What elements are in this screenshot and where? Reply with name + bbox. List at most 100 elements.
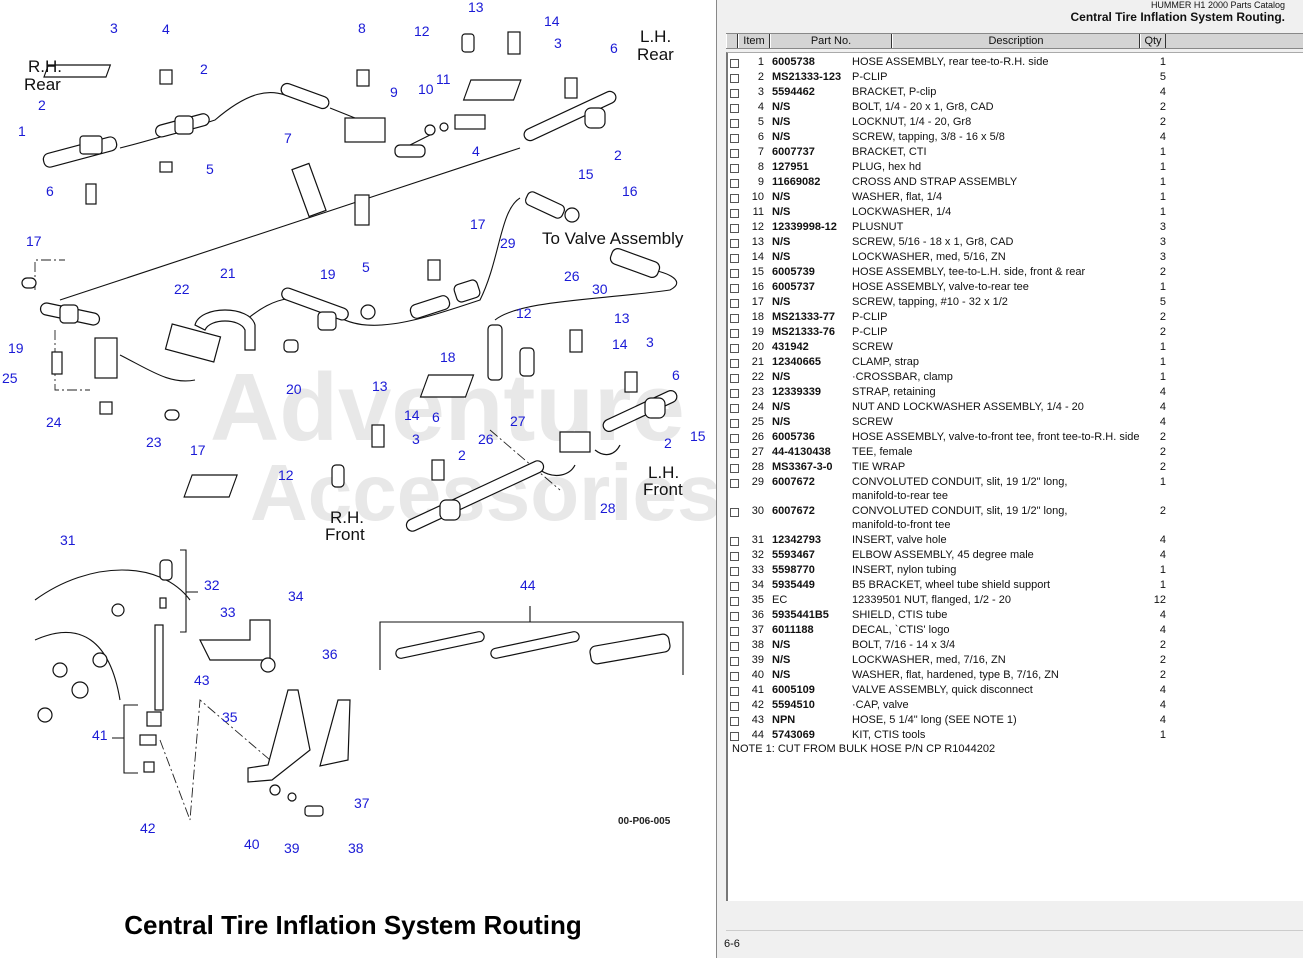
column-header-item[interactable]: Item	[738, 34, 770, 48]
row-checkbox[interactable]	[730, 74, 739, 83]
row-part-no[interactable]: 431942	[772, 341, 809, 353]
row-checkbox[interactable]	[730, 732, 739, 741]
row-part-no[interactable]: EC	[772, 594, 788, 606]
row-checkbox[interactable]	[730, 224, 739, 233]
row-part-no[interactable]: N/S	[772, 669, 791, 681]
row-checkbox[interactable]	[730, 134, 739, 143]
row-checkbox[interactable]	[730, 314, 739, 323]
row-part-no[interactable]: 5743069	[772, 729, 815, 741]
row-checkbox[interactable]	[730, 508, 739, 517]
row-part-no[interactable]: MS3367-3-0	[772, 461, 833, 473]
row-part-no[interactable]: 5594510	[772, 699, 815, 711]
row-checkbox[interactable]	[730, 299, 739, 308]
row-part-no[interactable]: 5598770	[772, 564, 815, 576]
row-part-no[interactable]: 12340665	[772, 356, 821, 368]
row-part-no[interactable]: 12339339	[772, 386, 821, 398]
row-part-no[interactable]: 6007672	[772, 476, 815, 488]
row-checkbox[interactable]	[730, 374, 739, 383]
row-part-no[interactable]: MS21333-76	[772, 326, 835, 338]
column-header-select[interactable]	[726, 34, 738, 48]
row-checkbox[interactable]	[730, 389, 739, 398]
column-header-description[interactable]: Description	[892, 34, 1140, 48]
row-part-no[interactable]: N/S	[772, 251, 791, 263]
row-part-no[interactable]: 6005739	[772, 266, 815, 278]
row-checkbox[interactable]	[730, 149, 739, 158]
row-checkbox[interactable]	[730, 449, 739, 458]
row-part-no[interactable]: 6005737	[772, 281, 815, 293]
row-checkbox[interactable]	[730, 164, 739, 173]
row-part-no[interactable]: MS21333-77	[772, 311, 835, 323]
column-header-part-no[interactable]: Part No.	[770, 34, 892, 48]
row-checkbox[interactable]	[730, 627, 739, 636]
row-part-no[interactable]: N/S	[772, 639, 791, 651]
row-checkbox[interactable]	[730, 239, 739, 248]
row-part-no[interactable]: 11669082	[772, 176, 821, 188]
row-checkbox[interactable]	[730, 479, 739, 488]
row-checkbox[interactable]	[730, 194, 739, 203]
column-header-qty[interactable]: Qty	[1140, 34, 1166, 48]
row-part-no[interactable]: 6007672	[772, 505, 815, 517]
row-checkbox[interactable]	[730, 464, 739, 473]
row-part-no[interactable]: 127951	[772, 161, 809, 173]
row-checkbox[interactable]	[730, 567, 739, 576]
row-checkbox[interactable]	[730, 344, 739, 353]
row-part-no[interactable]: N/S	[772, 401, 791, 413]
row-checkbox[interactable]	[730, 254, 739, 263]
row-part-no[interactable]: 5935441B5	[772, 609, 829, 621]
row-part-no[interactable]: N/S	[772, 654, 791, 666]
row-checkbox[interactable]	[730, 552, 739, 561]
row-part-no[interactable]: 5935449	[772, 579, 815, 591]
row-part-no[interactable]: N/S	[772, 236, 791, 248]
row-checkbox[interactable]	[730, 582, 739, 591]
row-checkbox[interactable]	[730, 687, 739, 696]
row-part-no[interactable]: N/S	[772, 371, 791, 383]
row-part-no[interactable]: N/S	[772, 101, 791, 113]
row-part-no[interactable]: N/S	[772, 296, 791, 308]
row-checkbox[interactable]	[730, 284, 739, 293]
row-checkbox[interactable]	[730, 404, 739, 413]
row-checkbox[interactable]	[730, 537, 739, 546]
row-checkbox[interactable]	[730, 119, 739, 128]
row-part-no[interactable]: 6011188	[772, 624, 814, 636]
row-checkbox[interactable]	[730, 612, 739, 621]
row-part-no[interactable]: N/S	[772, 191, 791, 203]
row-checkbox[interactable]	[730, 717, 739, 726]
row-part-no[interactable]: 6005736	[772, 431, 815, 443]
row-part-no[interactable]: 12342793	[772, 534, 821, 546]
row-checkbox[interactable]	[730, 329, 739, 338]
row-checkbox[interactable]	[730, 419, 739, 428]
row-part-no[interactable]: N/S	[772, 206, 791, 218]
